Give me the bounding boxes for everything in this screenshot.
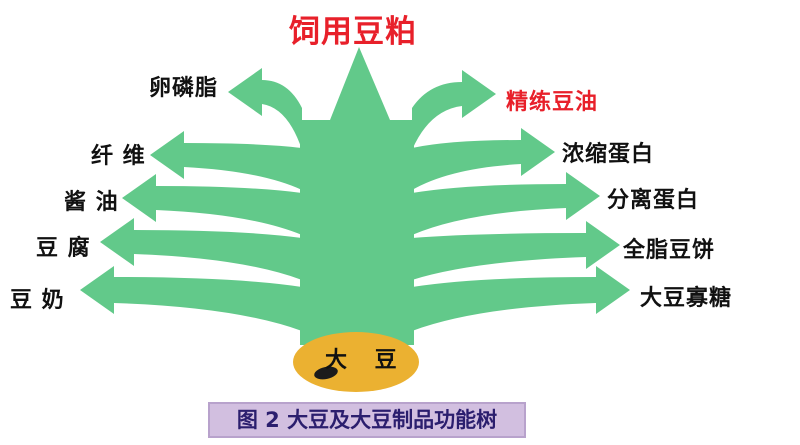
- top-product-title: 饲用豆粕: [289, 14, 417, 50]
- left-arrow-soy-sauce: [122, 174, 302, 235]
- right-arrow-refined-oil: [412, 70, 496, 150]
- left-arrow-lecithin: [228, 68, 302, 150]
- left-label-tofu: 豆 腐: [36, 236, 91, 261]
- branch-arrows: [80, 68, 630, 331]
- left-arrow-fiber: [150, 131, 302, 190]
- soybean-icon: [314, 366, 338, 380]
- right-arrow-full-fat-cake: [412, 221, 620, 280]
- right-label-protein-concentrate: 浓缩蛋白: [562, 142, 655, 167]
- left-label-fiber: 纤 维: [91, 144, 146, 169]
- right-label-soy-oligosaccharide: 大豆寡糖: [640, 286, 733, 311]
- root-label-soybean: 大 豆: [325, 348, 407, 373]
- left-label-lecithin: 卵磷脂: [149, 76, 219, 101]
- right-label-refined-soybean-oil: 精练豆油: [506, 90, 599, 115]
- trunk-arrow: [300, 47, 414, 345]
- right-arrow-protein-isolate: [412, 172, 600, 235]
- right-label-full-fat-soy-cake: 全脂豆饼: [623, 238, 716, 263]
- right-arrow-protein-concentrate: [412, 128, 555, 190]
- right-arrow-oligosaccharide: [412, 266, 630, 331]
- figure-caption-text: 图 2 大豆及大豆制品功能树: [236, 408, 498, 432]
- left-arrow-soy-milk: [80, 266, 302, 331]
- figure-caption: 图 2 大豆及大豆制品功能树: [208, 402, 526, 438]
- left-arrow-tofu: [100, 218, 302, 280]
- left-label-soy-sauce: 酱 油: [64, 190, 119, 215]
- left-label-soy-milk: 豆 奶: [10, 288, 65, 313]
- right-label-protein-isolate: 分离蛋白: [607, 188, 700, 213]
